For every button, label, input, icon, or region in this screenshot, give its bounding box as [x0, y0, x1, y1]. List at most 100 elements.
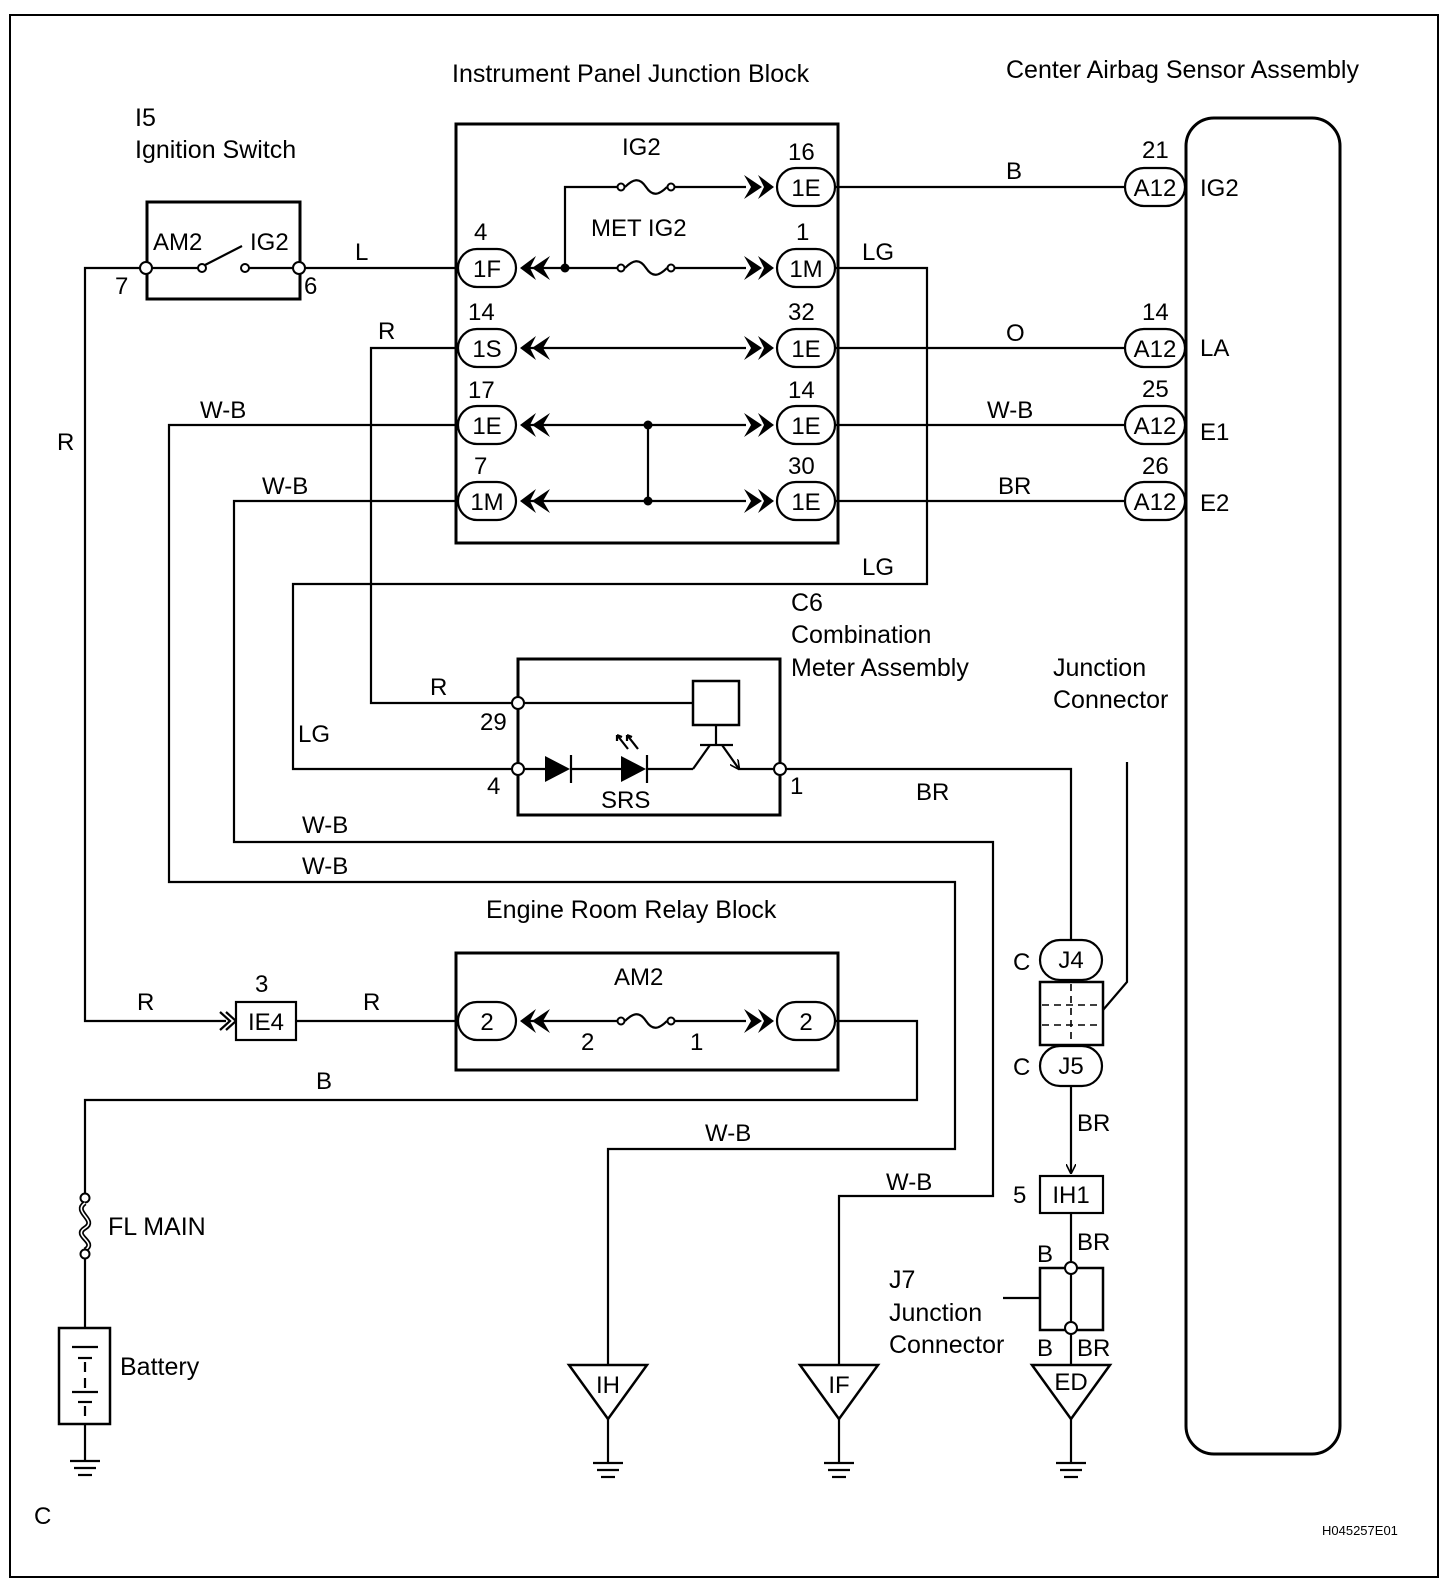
wire-label: LG — [862, 554, 894, 581]
wire-r-left — [83, 266, 226, 1023]
wire-label: W-B — [200, 397, 246, 424]
wire-lg-met — [291, 266, 929, 771]
wire-label: W-B — [886, 1169, 932, 1196]
connector-number: 17 — [468, 377, 495, 404]
connector-1s: 14 1S — [456, 299, 550, 369]
male-terminal-icon — [744, 489, 774, 513]
wire-label: W-B — [302, 853, 348, 880]
airbag-sensor-title: Center Airbag Sensor Assembly — [1006, 56, 1359, 84]
male-terminal-icon — [744, 413, 774, 437]
wire-label: W-B — [302, 812, 348, 839]
meter-terminal-4 — [511, 762, 525, 776]
connector-number: 26 — [1142, 453, 1169, 480]
junction-connector-j4-j5: Junction Connector C J4 C J5 — [1013, 654, 1168, 1088]
meter-pin-4: 4 — [487, 773, 500, 800]
j7-ref: J7 — [889, 1266, 915, 1294]
connector-code: A12 — [1134, 336, 1177, 363]
connector-number: 32 — [788, 299, 815, 326]
wire-label: BR — [1077, 1229, 1110, 1256]
switch-pin-7: 7 — [115, 273, 128, 300]
switch-contact-ig2: IG2 — [250, 229, 289, 256]
diode-icon — [545, 756, 570, 782]
meter-ecu-block — [691, 679, 741, 727]
connector-number: 30 — [788, 453, 815, 480]
airbag-connector-e2: 26 A12 E2 — [1123, 453, 1229, 522]
signal-label: LA — [1200, 335, 1229, 362]
fuse-ig2-label: IG2 — [622, 134, 661, 161]
wire-label: L — [355, 239, 368, 266]
switch-terminal-7 — [139, 261, 153, 275]
ip-jb-box — [454, 122, 840, 545]
j5-connector — [1038, 1044, 1104, 1088]
meter-box — [516, 657, 782, 817]
junction-dot — [643, 496, 653, 506]
fuse-icon — [616, 179, 676, 195]
wire-label: R — [378, 318, 395, 345]
female-terminal-icon — [520, 336, 550, 360]
junction-connector-line1: Junction — [1053, 654, 1146, 682]
wire-label: W-B — [705, 1120, 751, 1147]
ground-ih: IH — [566, 1363, 650, 1422]
meter-pin-29: 29 — [480, 709, 507, 736]
wire-label: R — [57, 429, 74, 456]
connector-number: 21 — [1142, 137, 1169, 164]
switch-blade — [204, 245, 243, 266]
male-terminal-icon — [744, 256, 774, 280]
connector-1f: 4 1F — [456, 219, 550, 289]
junction-leader — [1102, 762, 1129, 1011]
wire-label: R — [137, 989, 154, 1016]
connector-number: 1 — [796, 219, 809, 246]
j5-prefix: C — [1013, 1054, 1030, 1081]
j7-pin-top: B — [1037, 1241, 1053, 1268]
connector-1e-16: 16 1E — [744, 139, 837, 208]
wire-color-labels: L B LG O W-B BR R R R W-B W-B LG LG BR W… — [57, 158, 1110, 1362]
switch-contact-am2: AM2 — [153, 229, 202, 256]
connector-1m-1: 1 1M — [744, 219, 837, 289]
wire-wb-17 — [167, 423, 957, 1367]
connector-code: 1S — [472, 336, 501, 363]
ignition-switch: I5 Ignition Switch AM2 IG2 7 6 — [115, 104, 317, 301]
wire-wb-7 — [232, 499, 995, 1367]
j4-connector — [1038, 938, 1104, 982]
ignition-switch-box — [145, 200, 302, 301]
fuse-icon — [616, 260, 676, 276]
ground-label: ED — [1054, 1369, 1087, 1396]
ih1-code: IH1 — [1052, 1182, 1089, 1209]
connector-1e-32: 32 1E — [744, 299, 837, 369]
ie4-code: IE4 — [248, 1009, 284, 1036]
female-terminal-icon — [520, 413, 550, 437]
connector-1e-30: 30 1E — [744, 453, 837, 522]
fuse-met-ig2-label: MET IG2 — [591, 215, 687, 242]
connector-code: 1E — [791, 489, 820, 516]
signal-label: E2 — [1200, 490, 1229, 517]
switch-contact-a — [197, 263, 207, 273]
wire-label: W-B — [987, 397, 1033, 424]
connector-code: A12 — [1134, 413, 1177, 440]
connector-code: A12 — [1134, 175, 1177, 202]
wire-label: BR — [916, 779, 949, 806]
female-terminal-icon — [520, 256, 550, 280]
wire-label: BR — [1077, 1335, 1110, 1362]
signal-label: E1 — [1200, 419, 1229, 446]
junction-connector-line2: Connector — [1053, 686, 1168, 714]
connector-number: 16 — [788, 139, 815, 166]
ie4-number: 3 — [255, 971, 268, 998]
ground-ed: ED — [1029, 1363, 1113, 1422]
switch-pin-6: 6 — [304, 273, 317, 300]
j7-pin-bottom: B — [1037, 1335, 1053, 1362]
j7-name-line2: Connector — [889, 1331, 1004, 1359]
connector-number: 14 — [1142, 299, 1169, 326]
connector-code: 2 — [480, 1009, 493, 1036]
jb-internal-ig2 — [524, 185, 618, 270]
fl-main-label: FL MAIN — [108, 1213, 206, 1241]
relay-block-title: Engine Room Relay Block — [486, 896, 777, 924]
combination-meter-assembly: C6 Combination Meter Assembly 29 4 1 SRS — [480, 589, 969, 817]
connector-code: 1E — [791, 336, 820, 363]
connector-number: 7 — [474, 453, 487, 480]
wire-label: B — [1006, 158, 1022, 185]
j4-prefix: C — [1013, 949, 1030, 976]
airbag-sensor-box — [1184, 116, 1342, 1456]
j5-code: J5 — [1058, 1053, 1083, 1080]
earth-ground-icon — [1056, 1461, 1086, 1479]
relay-connector-left: 2 — [456, 1000, 550, 1042]
